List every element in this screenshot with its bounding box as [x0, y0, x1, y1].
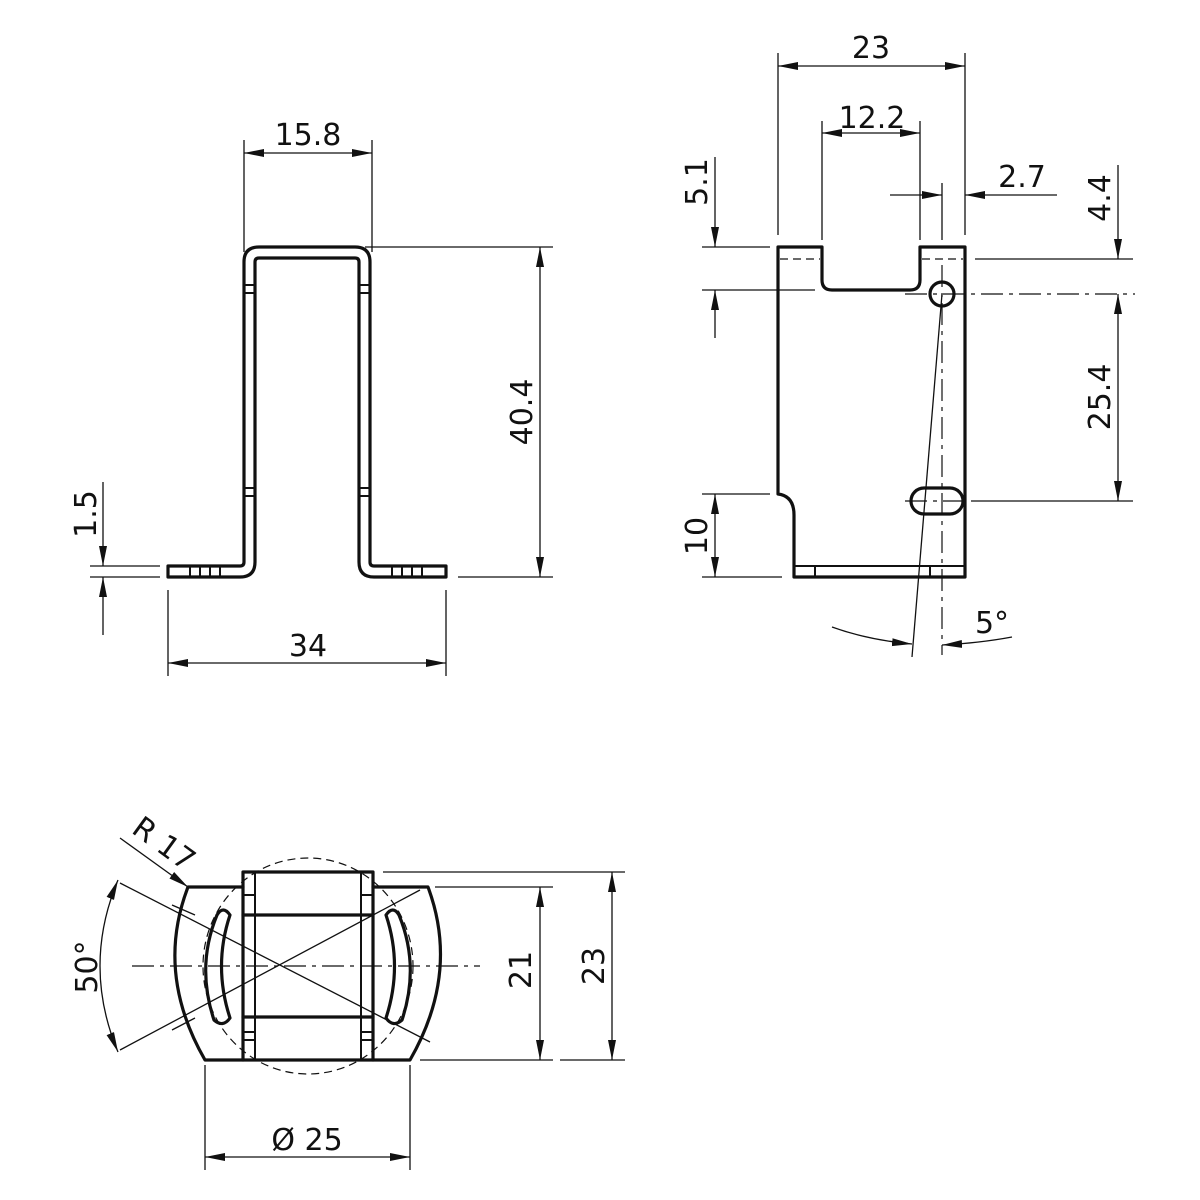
top-view: R 17 50° 21 23 Ø 25 — [70, 810, 625, 1170]
dim-label-4-4: 4.4 — [1083, 174, 1118, 222]
dim-label-2-7: 2.7 — [998, 160, 1046, 195]
top-plate-outline — [173, 870, 442, 1062]
dim-label-d25: Ø 25 — [271, 1123, 342, 1158]
front-view: 15.8 40.4 1.5 34 — [69, 118, 553, 676]
dim-label-34: 34 — [289, 629, 327, 664]
dim-label-1-5: 1.5 — [69, 490, 104, 538]
dim-slot-depth: 5.1 — [680, 157, 815, 338]
dim-label-15-8: 15.8 — [275, 118, 342, 153]
side-view: 23 12.2 2.7 5.1 4.4 — [680, 31, 1135, 658]
dim-label-r17: R 17 — [126, 810, 202, 879]
front-bend-marks — [189, 284, 423, 577]
dim-label-21: 21 — [504, 951, 539, 989]
dim-outer-height: 23 — [383, 871, 625, 1061]
dim-height: 40.4 — [365, 246, 553, 578]
dim-label-25-4: 25.4 — [1083, 364, 1118, 431]
dim-hole-top: 4.4 — [975, 165, 1133, 260]
dim-radius: R 17 — [119, 810, 202, 888]
dim-label-10: 10 — [680, 517, 715, 555]
dim-label-40-4: 40.4 — [505, 379, 540, 446]
dim-inner-height: 21 — [420, 886, 553, 1061]
dim-diameter: Ø 25 — [204, 1065, 411, 1170]
side-bracket-outline — [776, 245, 967, 579]
dim-hole-offset: 2.7 — [890, 160, 1057, 240]
dim-width-top: 15.8 — [243, 118, 373, 252]
dim-label-5-deg: 5° — [975, 606, 1009, 641]
front-bracket-outline — [166, 245, 448, 579]
dim-slot-width: 12.2 — [821, 101, 921, 240]
dim-angle-5: 5° — [831, 606, 1013, 648]
arc-slot-left — [204, 908, 232, 1026]
dim-width-base: 34 — [167, 590, 447, 676]
dim-side-width: 23 — [777, 31, 966, 235]
dim-label-50-deg: 50° — [70, 940, 105, 993]
dim-label-12-2: 12.2 — [839, 101, 906, 136]
dim-label-23-side: 23 — [852, 31, 890, 66]
arc-slot-right — [384, 908, 412, 1026]
angle-line — [911, 293, 943, 658]
dim-angle-50: 50° — [70, 879, 119, 1053]
top-bend-marks — [243, 894, 373, 1041]
dim-hole-spacing: 25.4 — [975, 294, 1133, 502]
dim-label-23-top: 23 — [577, 947, 612, 985]
dim-thickness: 1.5 — [69, 482, 160, 635]
dim-foot-height: 10 — [680, 493, 782, 578]
dim-label-5-1: 5.1 — [680, 158, 715, 206]
